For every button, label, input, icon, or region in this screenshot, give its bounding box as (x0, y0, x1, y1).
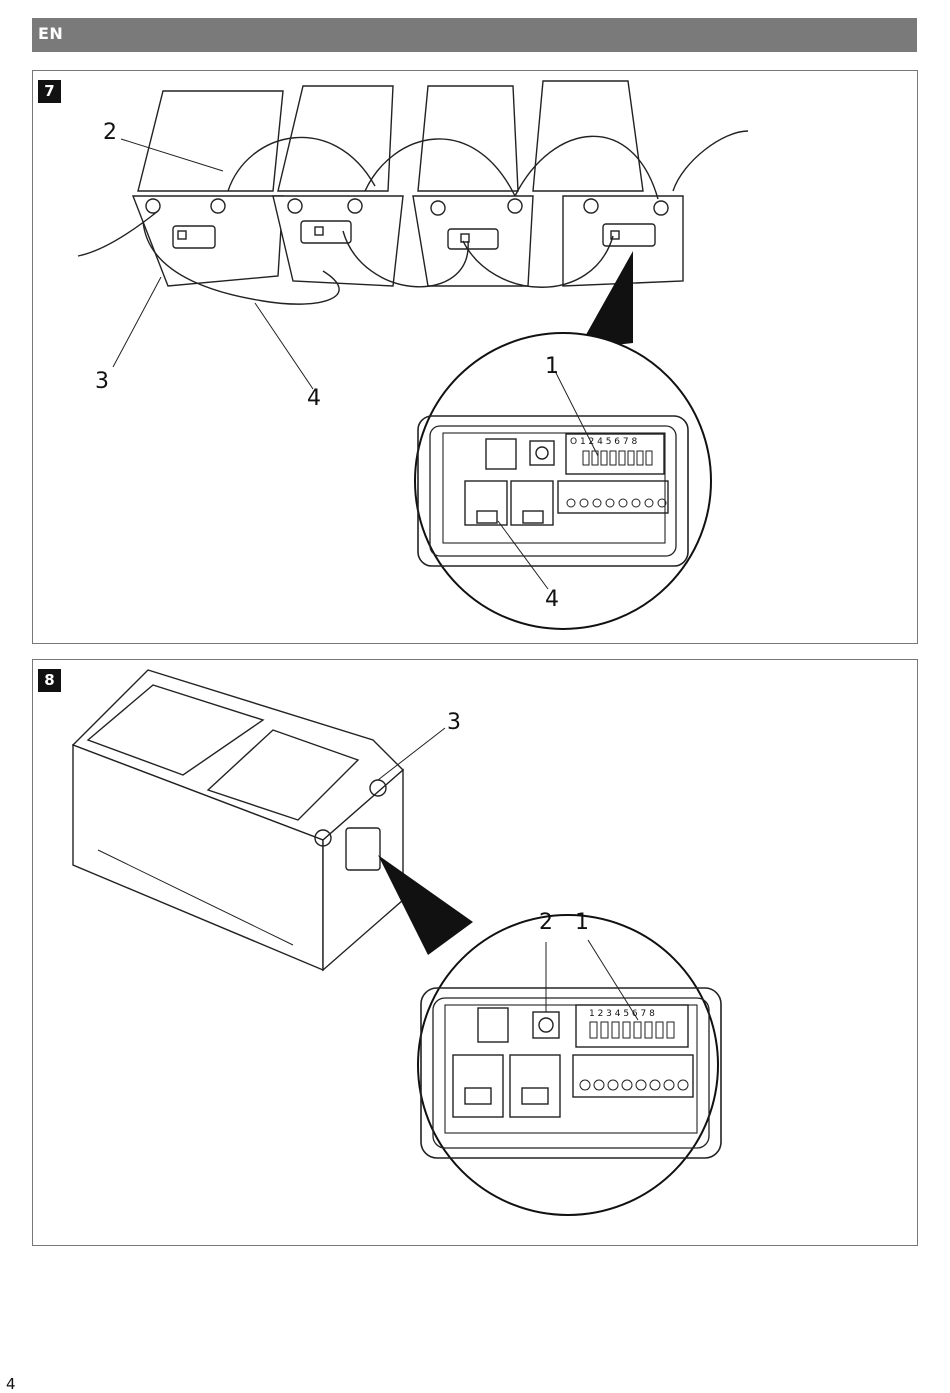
figure-7-callout-4-bottom: 4 (545, 589, 559, 611)
figure-7-callout-4-top: 4 (307, 388, 321, 410)
language-header-bar: EN (32, 18, 917, 52)
page-number: 4 (6, 1375, 16, 1393)
language-code: EN (38, 24, 63, 43)
battery-1 (133, 91, 283, 286)
figure-7-panel: 7 (32, 70, 918, 644)
figure-7-callout-1: 1 (545, 356, 559, 378)
figure-7-callout-3: 3 (95, 371, 109, 393)
battery-2 (273, 86, 403, 286)
figure-8-callout-3: 3 (447, 712, 461, 734)
figure-7-illustration (33, 71, 917, 643)
battery-4 (533, 81, 683, 286)
figure-8-dip-labels: 1 2 3 4 5 6 7 8 (589, 1009, 655, 1019)
battery-single (73, 670, 403, 970)
figure-8-callout-2: 2 (539, 912, 553, 934)
figure-7-dip-labels: O 1 2 4 5 6 7 8 (570, 437, 637, 447)
figure-8-panel: 8 (32, 659, 918, 1246)
figure-8-callout-1: 1 (575, 912, 589, 934)
figure-8-illustration (33, 660, 917, 1245)
figure-7-callout-2: 2 (103, 122, 117, 144)
